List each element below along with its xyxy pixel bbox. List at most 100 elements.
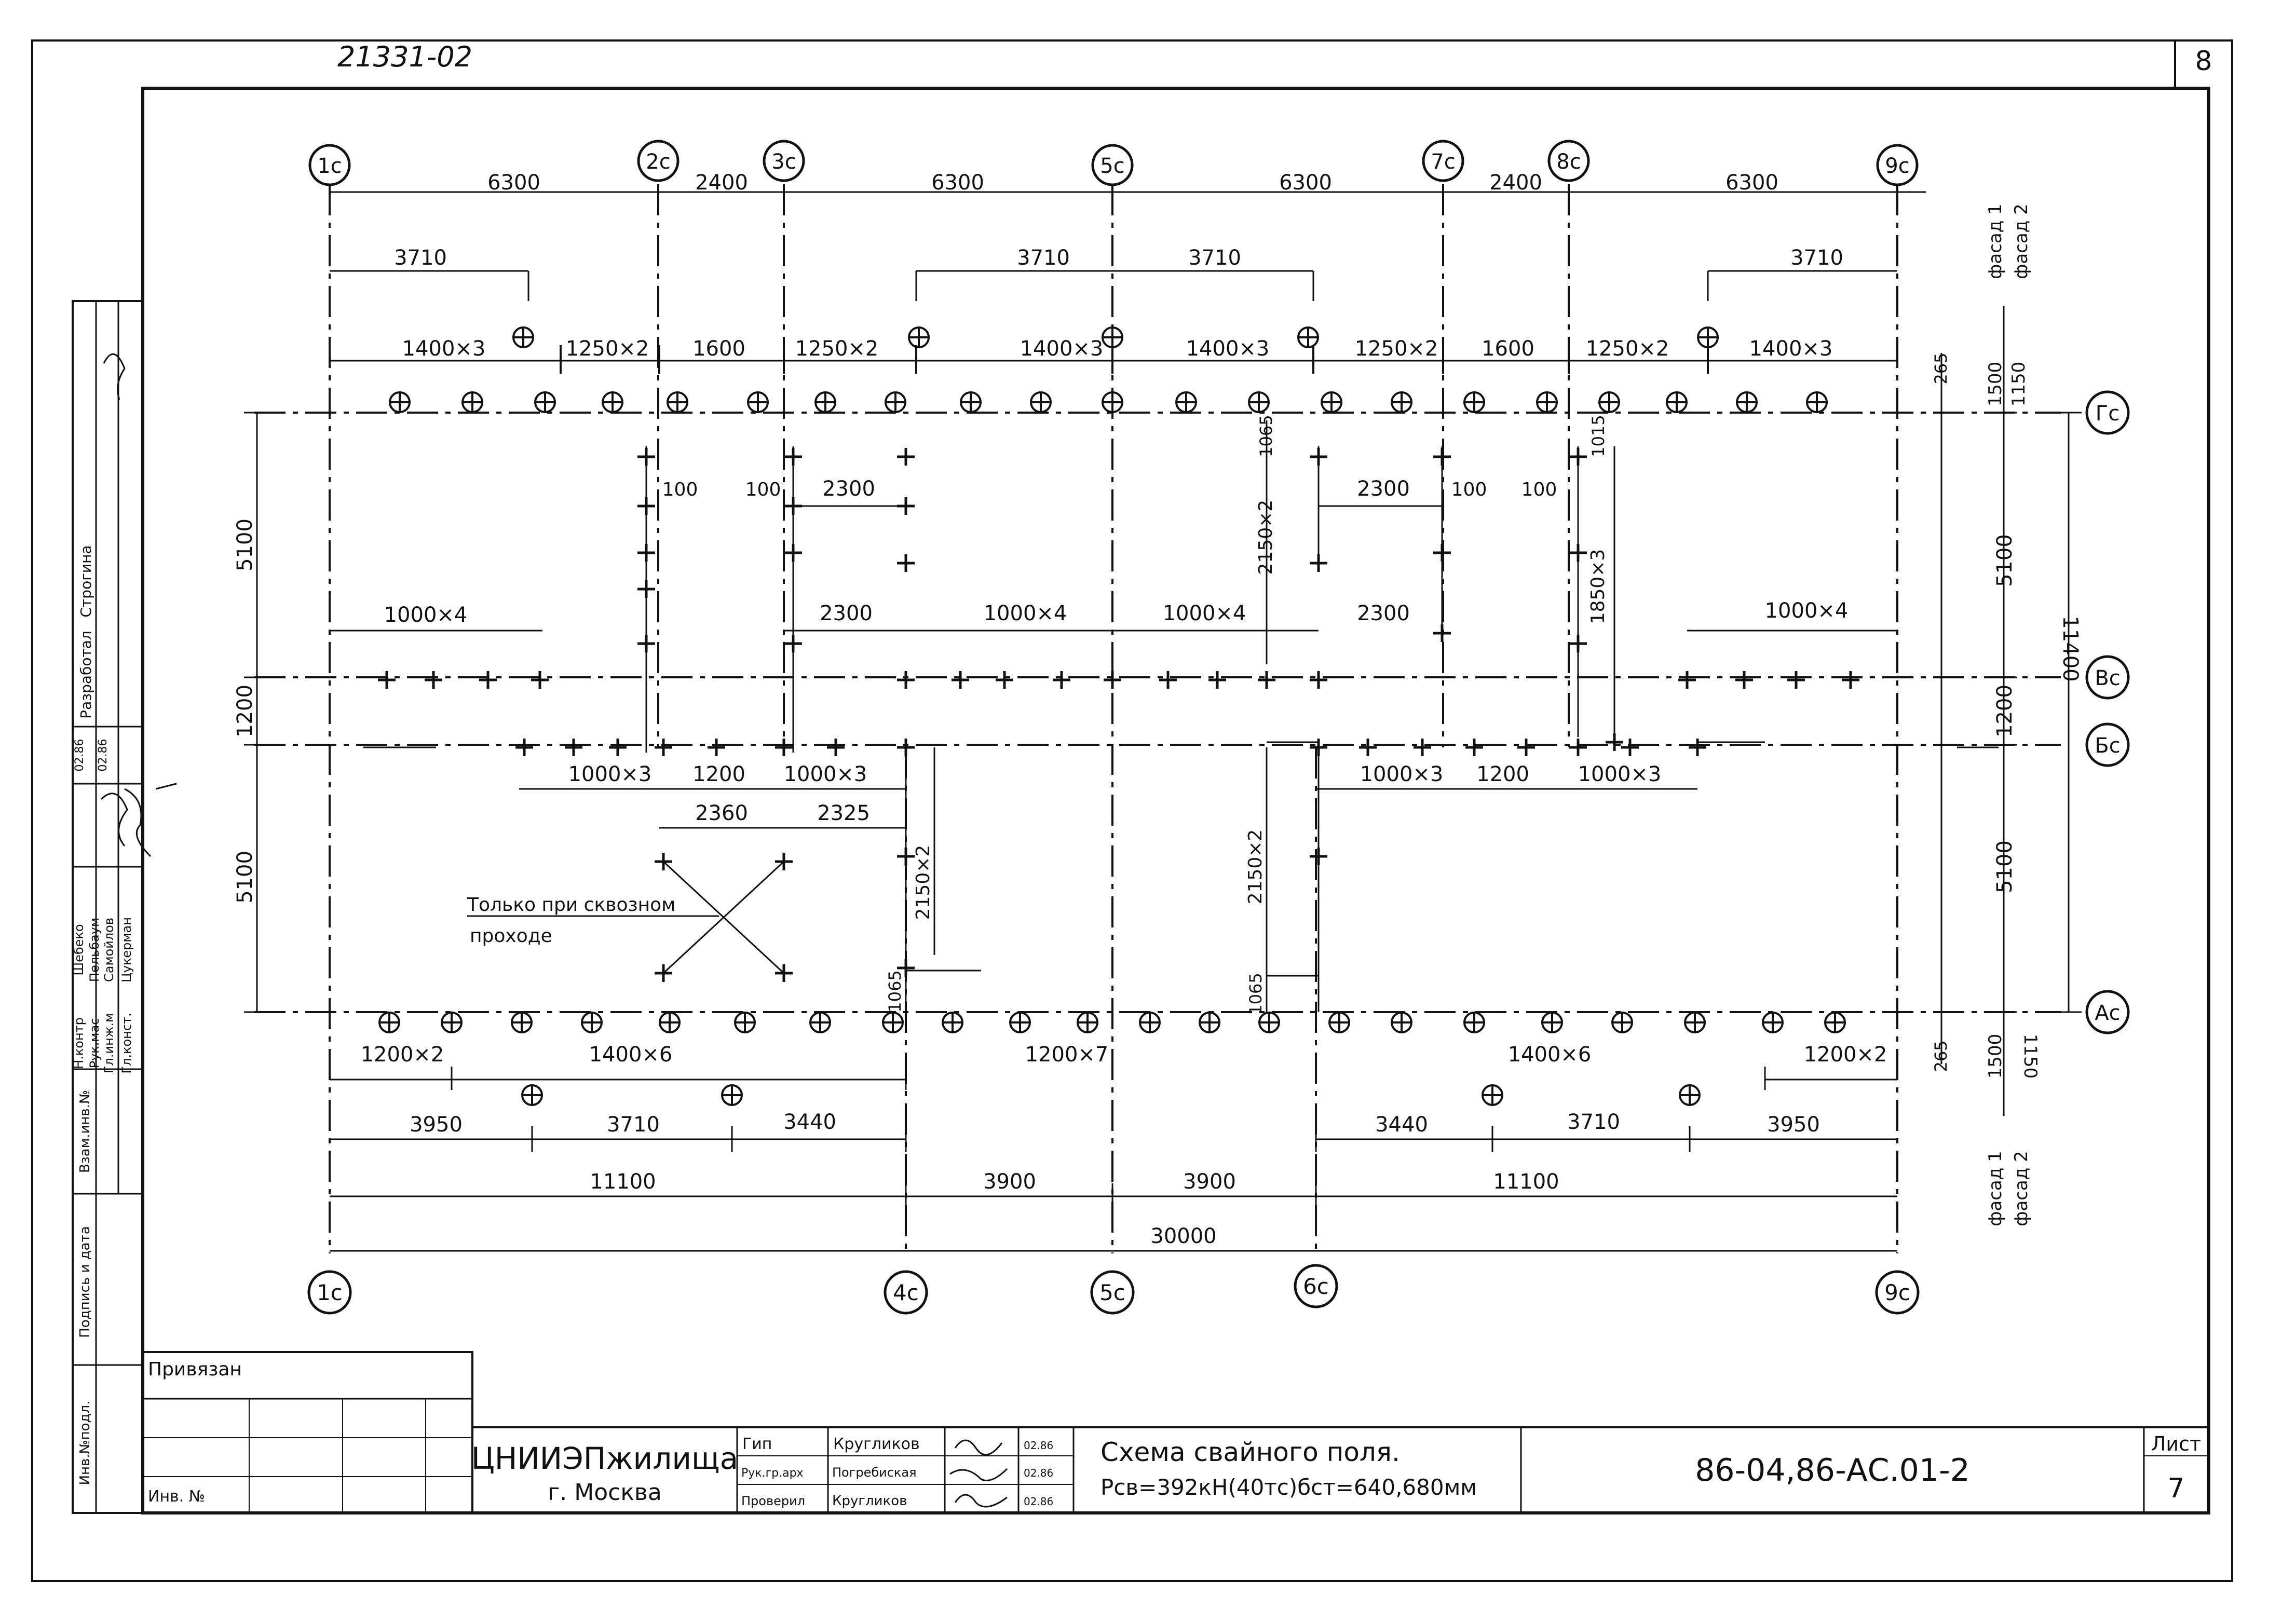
- axis-label-2c: 2с: [646, 150, 670, 174]
- dim-3710-0: 3710: [394, 246, 447, 270]
- stamp-name-samoylov: Самойлов: [102, 918, 116, 982]
- dim-pile-top-0: 1400×3: [402, 337, 486, 361]
- signature-mark: [949, 1439, 1008, 1508]
- stamp-date-2: 02.86: [97, 739, 110, 772]
- dim-pile-bottom-0: 1200×2: [361, 1043, 444, 1067]
- dim-mid-4: 1200: [1476, 762, 1529, 786]
- dim-pile-bottom-3: 1400×6: [1508, 1043, 1592, 1067]
- stamp-vzam-inv: Взам.инв.№: [77, 1090, 93, 1173]
- role-3: Проверил: [741, 1494, 805, 1508]
- dim-mid-1: 1200: [692, 762, 745, 786]
- dim-2360: 2360: [695, 801, 748, 825]
- dim-top-0: 6300: [487, 171, 540, 195]
- dim-1000x4-3: 1000×4: [1765, 599, 1849, 623]
- dim-pile-bottom-1: 1400×6: [589, 1043, 673, 1067]
- dim-left-1: 1200: [233, 685, 257, 738]
- dim-right-265-bottom: 265: [1931, 1040, 1951, 1072]
- dim-bottom1-5: 3950: [1767, 1113, 1820, 1137]
- axis-label-9c-top: 9с: [1885, 154, 1909, 178]
- dim-facade-bottom-1150: 1150: [2020, 1034, 2041, 1079]
- dim-bottom2-2: 3900: [1183, 1170, 1236, 1194]
- corner-code: 21331-02: [337, 40, 472, 73]
- axis-bubble-ac: [2085, 990, 2130, 1034]
- dim-vert-2150x2-a: 2150×2: [1255, 500, 1276, 575]
- dim-pile-bottom-2: 1200×7: [1025, 1043, 1109, 1067]
- dim-facade-top-1500: 1500: [1985, 362, 2006, 407]
- bound-label: Привязан: [148, 1359, 242, 1380]
- axis-bubble-bc: [2085, 722, 2130, 767]
- axis-bubble-1c-top: [308, 144, 351, 186]
- sheet-label: Лист: [2151, 1432, 2201, 1455]
- axis-label-6c: 6с: [1303, 1274, 1329, 1299]
- inv-label: Инв. №: [148, 1487, 205, 1506]
- name-3: Кругликов: [832, 1493, 907, 1509]
- drawing-title-line1: Схема свайного поля.: [1100, 1437, 1400, 1467]
- dim-bottom2-3: 11100: [1493, 1170, 1559, 1194]
- axis-bubbles-top: 1с 2с 3с 5с 7с 8с 9с: [308, 140, 1919, 186]
- axis-bubble-2c: [637, 140, 680, 182]
- axis-label-5c-bottom: 5с: [1099, 1280, 1125, 1305]
- axis-lines: [254, 184, 2061, 1253]
- stamp-name-shebeko: Шебеко: [72, 924, 86, 975]
- drawing-title-line2: Рсв=392кН(40тс)бст=640,680мм: [1100, 1475, 1477, 1500]
- dim-right-total: 11400: [2058, 616, 2082, 681]
- axis-label-1c-top: 1с: [317, 154, 342, 178]
- dim-top-1: 2400: [695, 171, 748, 195]
- axis-label-ac: Ас: [2095, 1001, 2120, 1025]
- dim-3710-2: 3710: [1188, 246, 1241, 270]
- dim-3710-3: 3710: [1790, 246, 1843, 270]
- dim-2300-1: 2300: [1357, 477, 1410, 501]
- dim-bottom2-1: 3900: [983, 1170, 1036, 1194]
- facade-1-bottom: фасад 1: [1985, 1151, 2006, 1226]
- axis-bubbles-right: Гс Вс Бс Ас: [2085, 390, 2130, 1034]
- dim-mid-5: 1000×3: [1578, 762, 1662, 786]
- dim-facade-bottom-1500: 1500: [1985, 1034, 2006, 1079]
- dim-2300-0: 2300: [822, 477, 875, 501]
- dim-vert-1065-a: 1065: [1256, 415, 1276, 457]
- dim-vert-1850x3: 1850×3: [1587, 549, 1609, 624]
- dim-mid-0: 1000×3: [568, 762, 652, 786]
- dim-pile-top-4: 1400×3: [1020, 337, 1104, 361]
- dim-left-0: 5100: [233, 518, 257, 571]
- axis-bubble-7c: [1422, 140, 1464, 182]
- axis-label-1c-bottom: 1с: [317, 1280, 343, 1305]
- dim-right-2: 5100: [1993, 840, 2017, 893]
- dim-vert-2150x2-c: 2150×2: [1245, 829, 1266, 905]
- sheet-value: 7: [2167, 1473, 2184, 1504]
- dim-right-265-top: 265: [1931, 352, 1951, 384]
- axis-label-8c: 8с: [1556, 150, 1581, 174]
- name-1: Кругликов: [833, 1435, 920, 1453]
- dim-vert-2150x2-b: 2150×2: [913, 845, 934, 920]
- axis-bubble-5c-bottom: [1090, 1270, 1135, 1315]
- dim-bottom-total: 30000: [1150, 1224, 1216, 1248]
- org-name: ЦНИИЭПжилища: [471, 1441, 738, 1476]
- axis-label-3c: 3с: [771, 150, 796, 174]
- stamp-role-razrabotal: Разработал: [77, 631, 94, 719]
- dim-right-1: 1200: [1993, 685, 2017, 738]
- title-block: ЦНИИЭПжилища г. Москва Гип Рук.гр.арх Пр…: [471, 1426, 2210, 1514]
- axis-bubble-4c: [884, 1270, 928, 1315]
- through-passage-cross: [467, 861, 785, 974]
- facade-2-bottom: фасад 2: [2011, 1151, 2032, 1226]
- stamp-inv-podl: Инв.№подл.: [77, 1401, 93, 1485]
- dim-top-4: 2400: [1489, 171, 1542, 195]
- dim-100-3: 100: [1521, 479, 1557, 500]
- dim-top-2: 6300: [931, 171, 984, 195]
- dim-100-0: 100: [662, 479, 698, 500]
- axis-bubbles-bottom: 1с 4с 5с 6с 9с: [307, 1264, 1920, 1315]
- dim-pile-bottom-4: 1200×2: [1804, 1043, 1887, 1067]
- axis-bubble-8c: [1547, 140, 1590, 182]
- dim-pile-top-3: 1250×2: [795, 337, 879, 361]
- axis-label-7c: 7с: [1431, 150, 1455, 174]
- dim-pile-top-7: 1600: [1482, 337, 1534, 361]
- dim-bottom1-2: 3440: [783, 1110, 836, 1134]
- axis-label-9c-bottom: 9с: [1884, 1280, 1910, 1305]
- note-through-passage-1: Только при сквозном: [467, 894, 675, 916]
- left-dimension-lines: [244, 412, 270, 1013]
- dim-vert-1015: 1015: [1588, 415, 1608, 457]
- dim-1000x4-1: 1000×4: [984, 602, 1067, 625]
- dim-left-2: 5100: [233, 851, 257, 904]
- dim-bottom2-0: 11100: [590, 1170, 656, 1194]
- axis-bubble-3c: [763, 140, 805, 182]
